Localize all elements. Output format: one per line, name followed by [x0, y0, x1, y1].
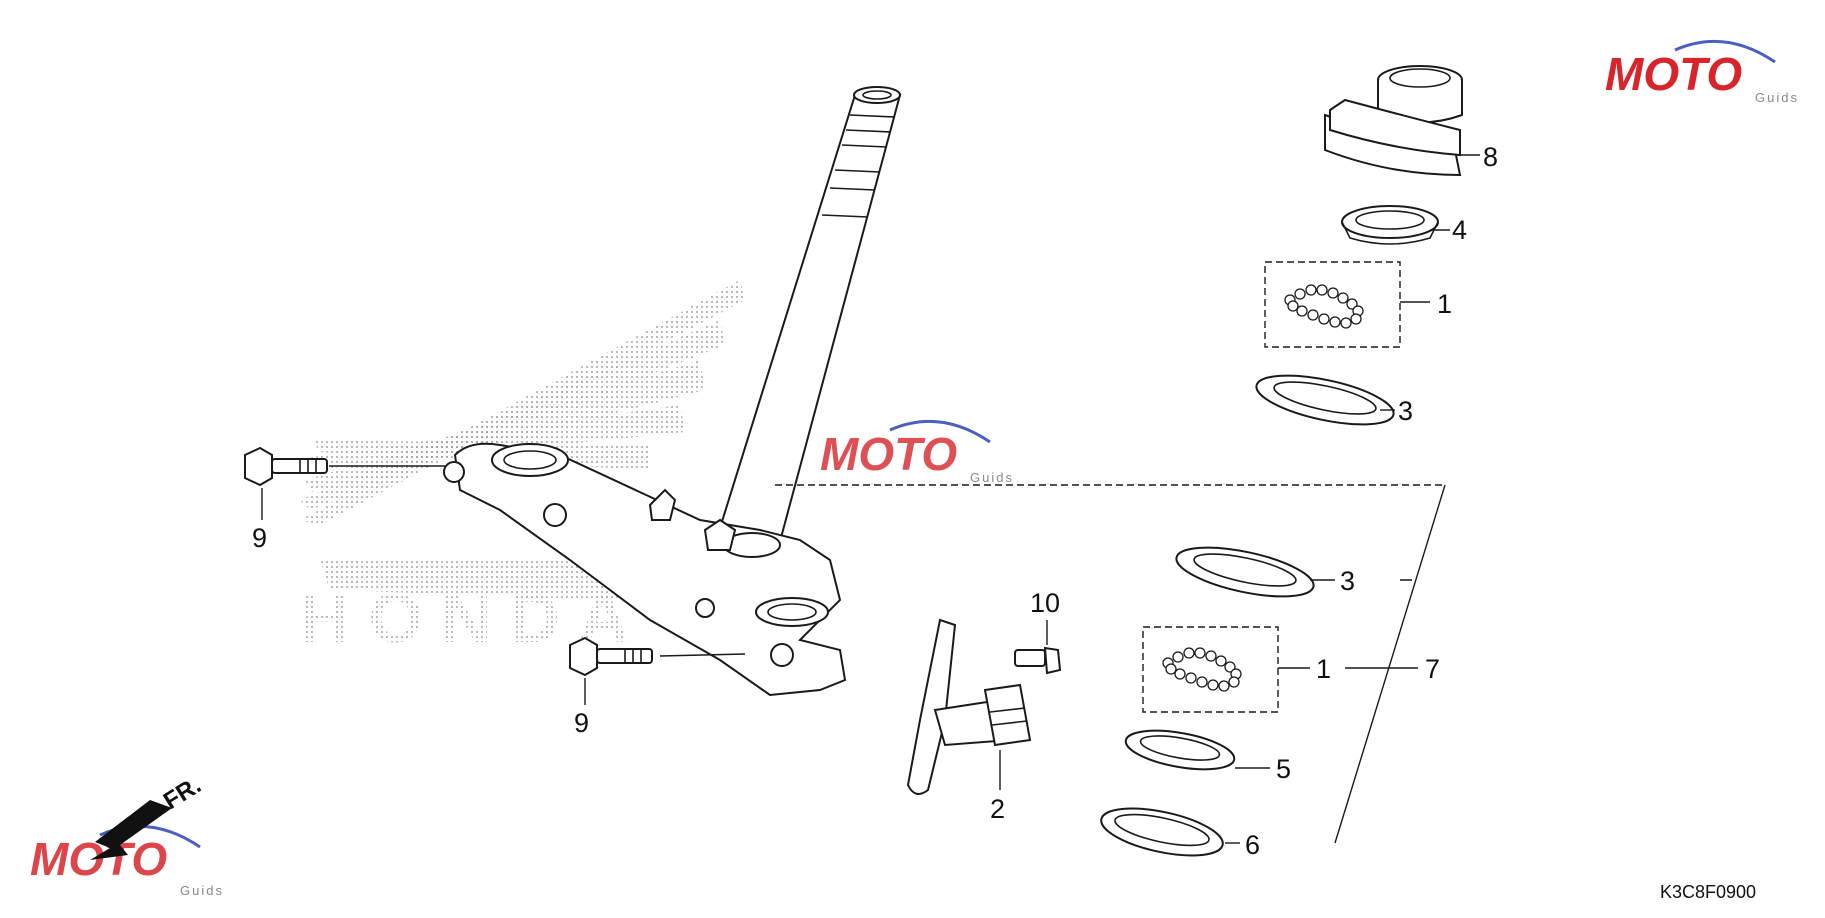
callout-3-lower: 3	[1340, 566, 1355, 596]
callout-7: 7	[1425, 654, 1440, 684]
bolt-9-lower	[569, 636, 746, 705]
part-10-bolt	[1014, 620, 1062, 675]
callout-8: 8	[1483, 142, 1498, 172]
callout-5: 5	[1276, 754, 1291, 784]
part-7-bracket-lines	[1334, 484, 1446, 844]
callout-9-upper: 9	[252, 523, 267, 553]
reference-code: K3C8F0900	[1660, 882, 1756, 902]
callout-4: 4	[1452, 215, 1467, 245]
steering-stem	[708, 86, 902, 561]
callout-1-upper: 1	[1437, 289, 1452, 319]
watermark-sub: Guids	[180, 883, 224, 898]
callout-10: 10	[1030, 588, 1060, 618]
moto-guids-watermark-center: MOTO Guids	[820, 419, 1014, 485]
moto-guids-watermark-top-right: MOTO Guids	[1605, 39, 1799, 105]
part-1-upper-ball-bearing	[1264, 261, 1430, 348]
watermark-brand: MOTO	[820, 428, 957, 480]
part-2-clamp-bracket	[906, 618, 1032, 795]
callout-1-lower: 1	[1316, 654, 1331, 684]
steering-stem-lower-bracket	[443, 442, 847, 697]
watermark-sub: Guids	[970, 470, 1014, 485]
part-8-steering-stem-nut	[1324, 65, 1480, 177]
part-1-lower-ball-bearing	[1142, 626, 1310, 713]
part-3-upper-race	[1255, 374, 1395, 426]
callout-3-upper: 3	[1398, 396, 1413, 426]
part-3-lower-race	[1175, 546, 1335, 598]
watermark-sub: Guids	[1755, 90, 1799, 105]
part-5-dust-seal-lower	[1124, 729, 1270, 771]
callout-2: 2	[990, 794, 1005, 824]
watermark-brand: MOTO	[1605, 48, 1742, 100]
part-6-lower-seal	[1100, 807, 1240, 857]
bolt-9-upper	[244, 446, 445, 520]
part-4-dust-seal	[1341, 205, 1450, 245]
callout-6: 6	[1245, 830, 1260, 860]
callout-9-lower: 9	[574, 708, 589, 738]
